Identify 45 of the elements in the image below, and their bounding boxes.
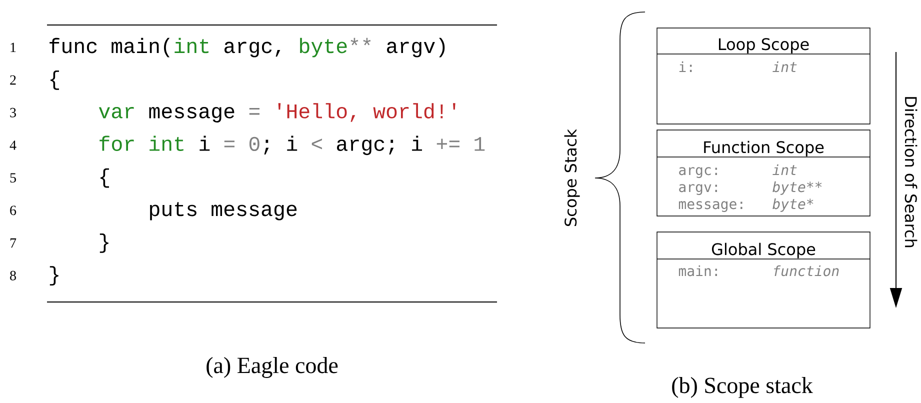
variable-name: main: <box>678 265 717 276</box>
code-text: i <box>200 136 210 151</box>
caption: (b) Scope stack <box>672 377 813 398</box>
line-number: 6 <box>10 206 16 216</box>
variable-name: argv: <box>679 184 717 195</box>
code-text: } <box>50 266 58 286</box>
code-text: var <box>98 107 134 118</box>
code-text: for int <box>100 136 184 151</box>
code-text: = <box>249 108 260 115</box>
code-text: += 1 <box>436 137 485 151</box>
code-text: argv) <box>387 38 445 58</box>
code-text: } <box>100 234 108 253</box>
code-text: argc; i <box>337 136 422 156</box>
caption: (a) Eagle code <box>206 357 338 378</box>
line-number: 2 <box>10 75 16 85</box>
code-text: message <box>149 107 234 122</box>
line-number: 7 <box>10 238 16 248</box>
line-number: 5 <box>10 173 16 183</box>
code-text: { <box>100 168 109 188</box>
variable-name: i: <box>679 61 692 72</box>
variable-name: message: <box>678 201 742 212</box>
variable-type: byte** <box>772 181 822 195</box>
code-text: puts message <box>150 202 297 220</box>
axis-label: Direction of Search <box>904 97 918 248</box>
code-text: { <box>50 70 59 90</box>
line-number: 3 <box>10 108 16 118</box>
code-text: 0 <box>249 136 260 151</box>
code-text: ; i <box>264 136 298 154</box>
variable-type: int <box>772 164 797 175</box>
code-text: argc, <box>224 42 280 58</box>
code-text: ** <box>350 38 371 46</box>
line-number: 4 <box>10 140 16 150</box>
code-text: int <box>174 38 208 54</box>
code-text: 'Hello, world!' <box>278 103 456 122</box>
code-text: = <box>224 140 234 148</box>
variable-type: byte* <box>772 198 814 212</box>
line-number: 1 <box>10 42 16 52</box>
line-number: 8 <box>10 270 16 280</box>
variable-type: function <box>774 265 839 276</box>
code-text: func main( <box>50 38 170 58</box>
code-text: < <box>312 138 322 150</box>
code-text: byte <box>300 38 347 58</box>
axis-label: Scope Stack <box>564 128 580 226</box>
variable-name: argc: <box>679 167 717 178</box>
variable-type: int <box>772 61 797 72</box>
